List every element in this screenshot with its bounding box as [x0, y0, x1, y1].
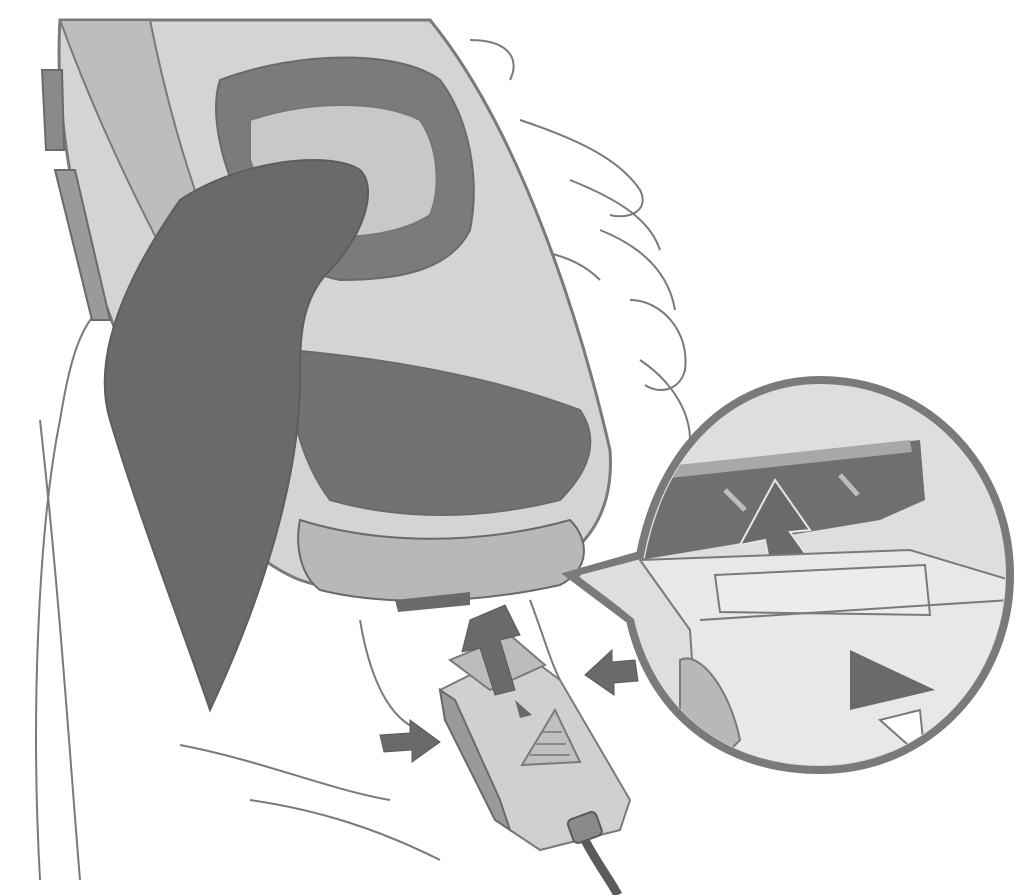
charger-cable: [585, 840, 618, 895]
phone-side-button: [42, 70, 64, 150]
magnified-callout: [560, 380, 1016, 780]
arrow-right-icon: [380, 720, 440, 762]
arrow-left-icon: [585, 650, 638, 695]
